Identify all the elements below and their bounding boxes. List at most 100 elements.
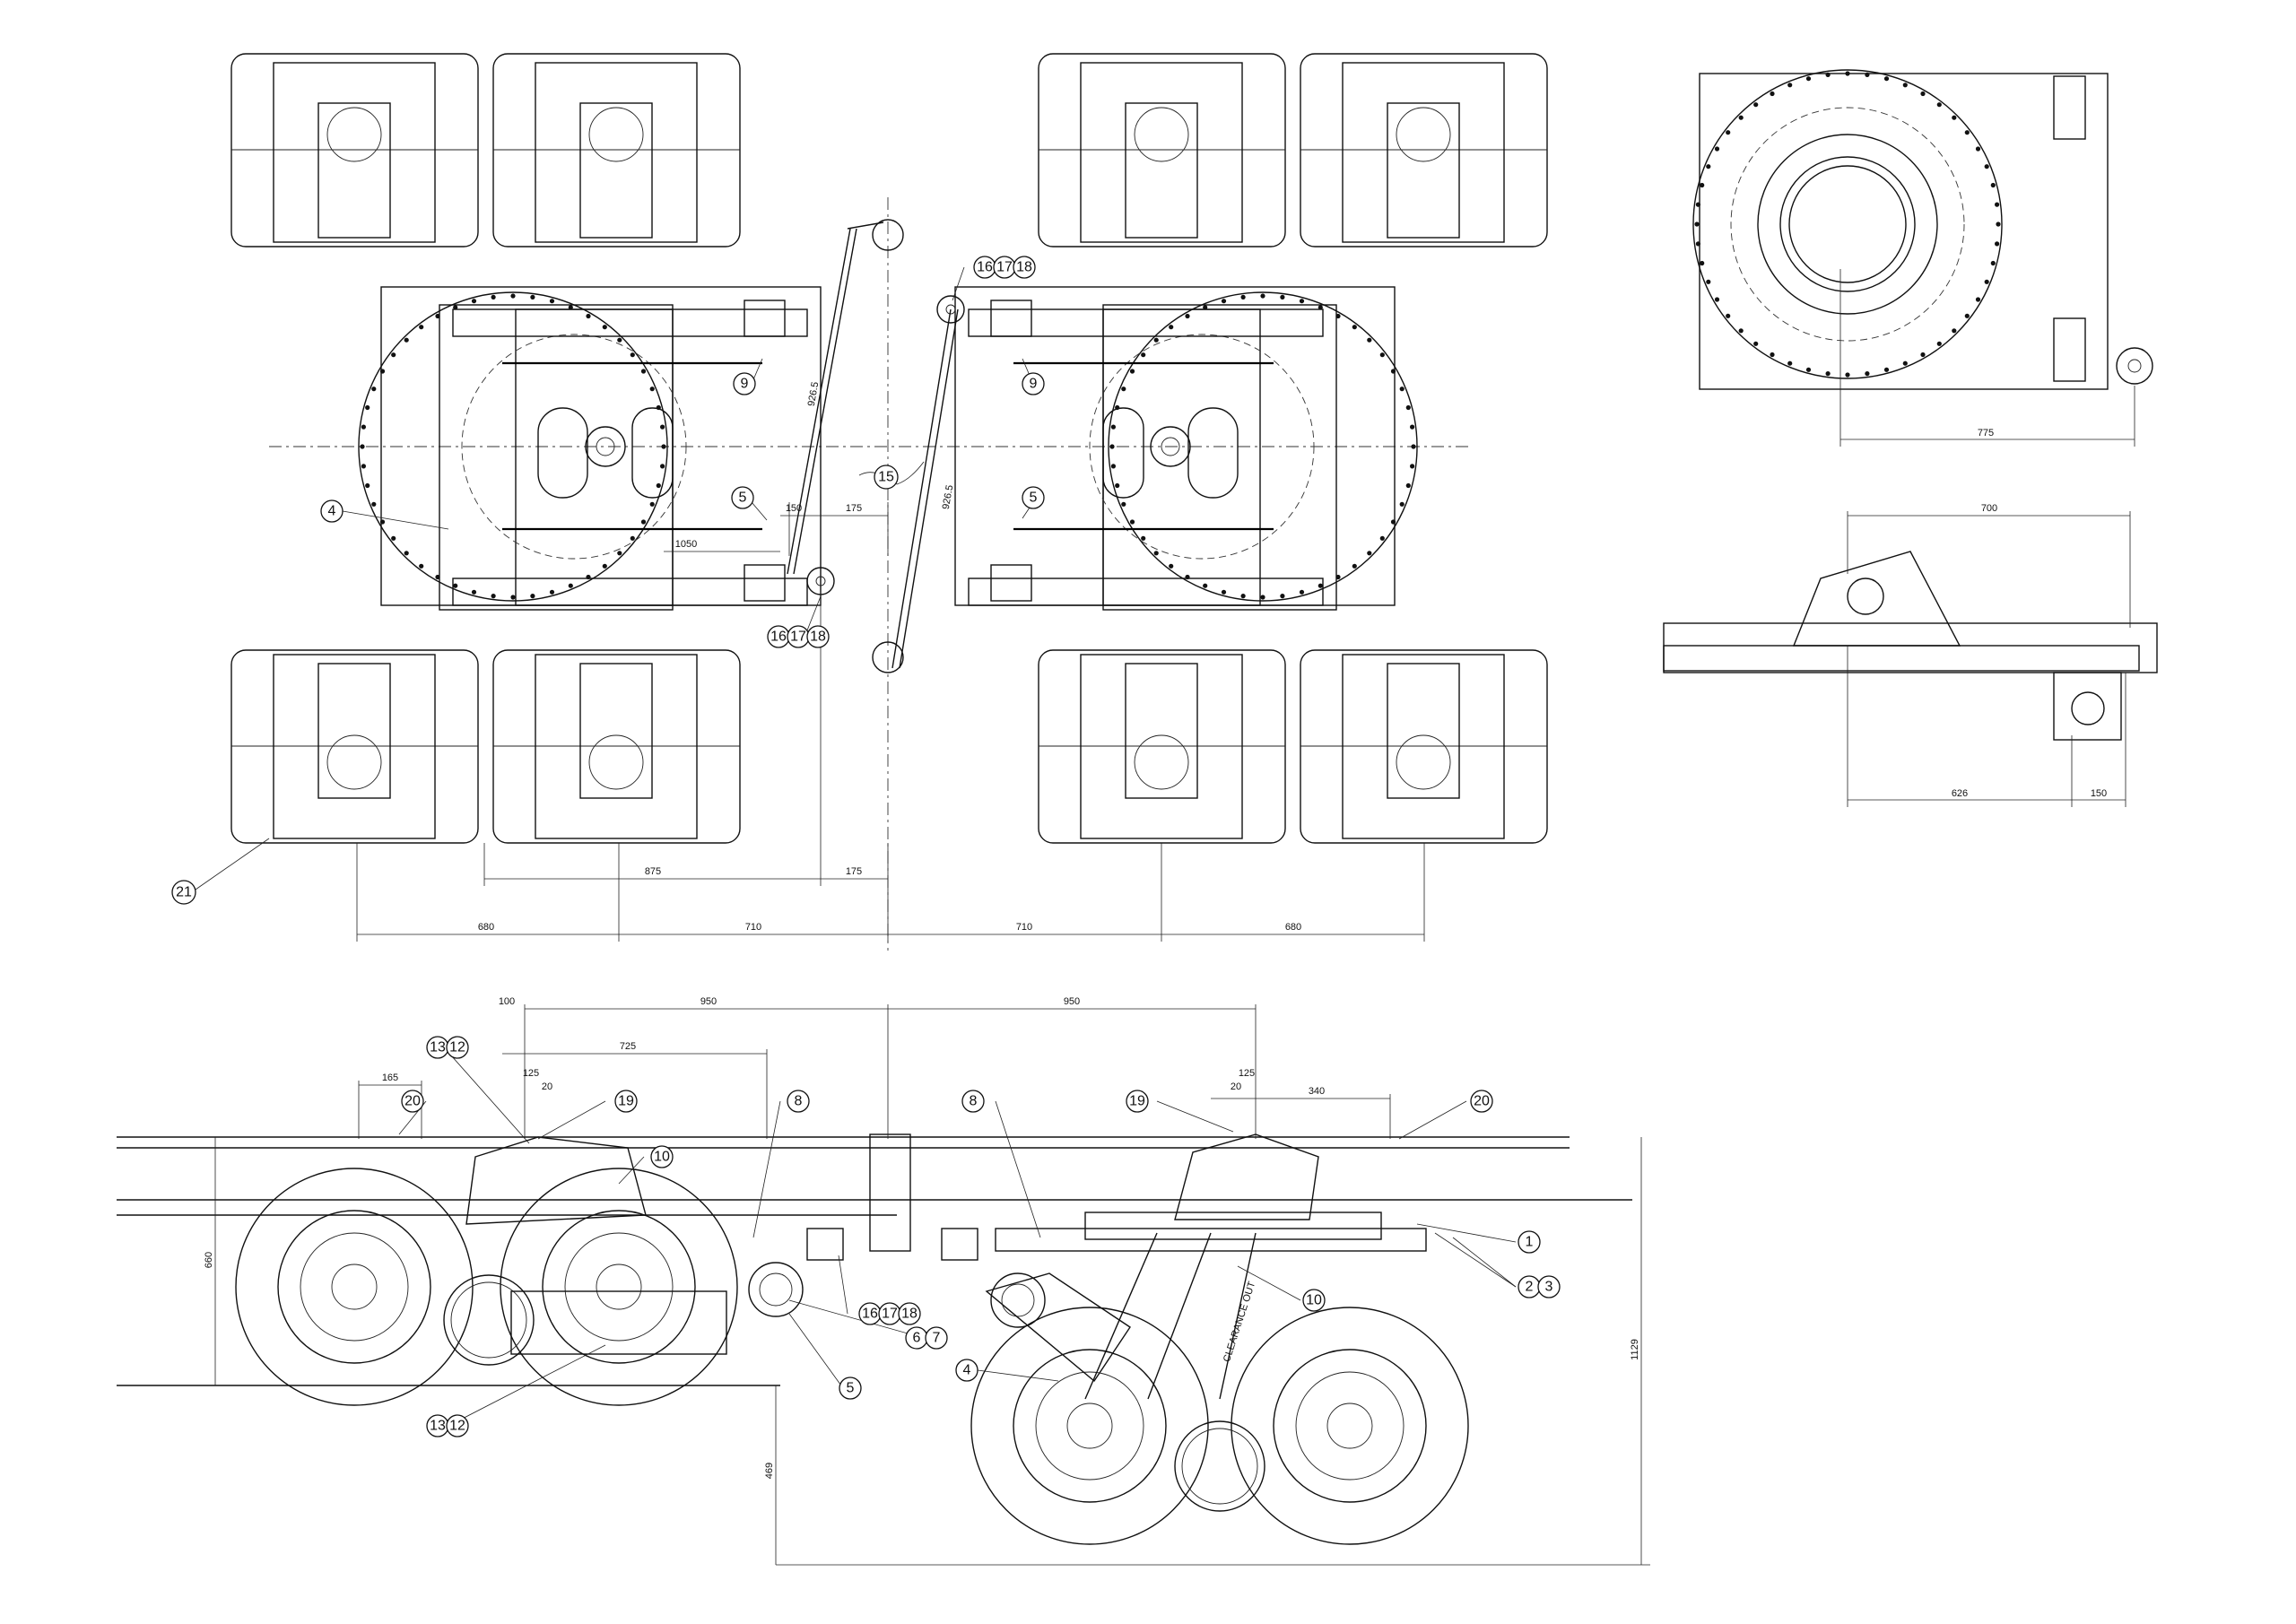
callout-8-left: 8 [787, 1090, 810, 1113]
gear-tooth [471, 589, 477, 595]
gear-tooth [1109, 444, 1115, 449]
svg-text:18: 18 [901, 1307, 918, 1322]
dim-700: 700 [1981, 503, 1997, 514]
gear-tooth [1825, 371, 1831, 377]
gear-tooth [360, 444, 365, 449]
gear-tooth [1714, 146, 1720, 152]
gear-tooth [549, 299, 555, 304]
svg-text:20: 20 [404, 1094, 421, 1109]
svg-text:8: 8 [795, 1094, 803, 1109]
svg-text:12: 12 [449, 1040, 465, 1055]
callout-17-mid: 17 [787, 625, 810, 648]
gear-tooth [1883, 76, 1890, 82]
wheel-group-top-right [1038, 53, 1548, 248]
callout-19-right: 19 [1126, 1090, 1149, 1113]
svg-text:12: 12 [449, 1419, 465, 1434]
callouts: 4 5 5 9 9 15 16 17 18 16 17 18 21 13 12 … [171, 256, 1561, 1437]
gear-tooth [1110, 424, 1116, 430]
gear-tooth [568, 583, 573, 588]
gear-tooth [656, 404, 661, 411]
svg-text:16: 16 [862, 1307, 878, 1322]
callout-19-left: 19 [614, 1090, 638, 1113]
callout-1: 1 [1518, 1230, 1541, 1254]
gear-tooth [1995, 202, 2000, 207]
gear-tooth [1952, 115, 1957, 120]
gear-tooth [471, 299, 477, 304]
svg-text:1: 1 [1526, 1235, 1534, 1250]
gear-tooth [1203, 583, 1208, 588]
gear-tooth [1695, 241, 1700, 247]
gear-tooth [404, 551, 409, 556]
gear-tooth [549, 589, 555, 595]
dim-125-left: 125 [523, 1068, 539, 1079]
gear-tooth [630, 352, 635, 358]
gear-tooth [1920, 352, 1926, 358]
dim-926-left: 926.5 [806, 381, 822, 407]
gear-tooth [1129, 369, 1135, 374]
gear-tooth [586, 313, 591, 319]
gear-tooth [1805, 76, 1812, 82]
leader-lines [195, 266, 1517, 1427]
gear-tooth [1975, 297, 1981, 302]
dim-1129: 1129 [1630, 1339, 1640, 1360]
gear-tooth [1169, 325, 1174, 330]
dim-340: 340 [1309, 1086, 1325, 1097]
gear-tooth [640, 519, 647, 525]
dim-710-left: 710 [745, 922, 761, 933]
callout-21: 21 [171, 880, 196, 905]
callout-18-top: 18 [1013, 256, 1036, 279]
gear-tooth [1936, 102, 1942, 108]
dim-725: 725 [620, 1041, 636, 1052]
gear-tooth [1990, 182, 1996, 188]
gear-tooth [602, 325, 607, 330]
gear-tooth [404, 337, 409, 343]
gear-tooth [379, 519, 386, 525]
bogie-left [358, 286, 822, 611]
detail-section-view: 700 626 150 [1663, 503, 2158, 807]
callout-13-a: 13 [426, 1036, 449, 1059]
gear-tooth [1883, 367, 1890, 372]
callout-9-left: 9 [733, 372, 756, 395]
gear-tooth [1280, 294, 1285, 300]
gear-tooth [1410, 464, 1415, 469]
gear-tooth [1738, 328, 1744, 334]
gear-tooth [661, 444, 666, 449]
callout-8-right: 8 [961, 1090, 985, 1113]
gear-tooth [1787, 83, 1793, 88]
gear-tooth [419, 563, 424, 569]
gear-tooth [365, 482, 370, 489]
svg-text:5: 5 [739, 491, 747, 506]
gear-tooth [1169, 563, 1174, 569]
gear-tooth [1129, 519, 1135, 525]
gear-tooth [1825, 72, 1831, 77]
gear-tooth [1221, 299, 1227, 304]
gear-tooth [1390, 369, 1396, 374]
gear-tooth [1110, 464, 1116, 469]
dim-175-bottom: 175 [846, 866, 862, 877]
gear-tooth [1352, 563, 1357, 569]
gear-tooth [1753, 102, 1759, 108]
svg-text:21: 21 [176, 885, 192, 900]
gear-tooth [1952, 328, 1957, 334]
gear-tooth [1753, 341, 1759, 346]
callout-3: 3 [1537, 1275, 1561, 1298]
gear-tooth [1410, 424, 1415, 430]
gear-tooth [419, 325, 424, 330]
callout-20-right: 20 [1470, 1090, 1493, 1113]
callout-5-bottom: 5 [839, 1376, 862, 1400]
gear-tooth [371, 386, 377, 392]
gear-tooth [1845, 71, 1850, 76]
gear-tooth [1996, 221, 2001, 227]
gear-tooth [1299, 589, 1305, 595]
gear-tooth [1726, 130, 1731, 135]
gear-tooth [379, 369, 386, 374]
dim-680-right: 680 [1285, 922, 1301, 933]
svg-text:2: 2 [1526, 1280, 1534, 1295]
gear-tooth [1805, 367, 1812, 372]
svg-text:15: 15 [878, 470, 894, 485]
gear-tooth [1714, 297, 1720, 302]
dim-20-left: 20 [542, 1081, 552, 1092]
svg-text:4: 4 [328, 504, 336, 519]
gear-tooth [1770, 91, 1775, 97]
gear-tooth [1260, 595, 1265, 600]
